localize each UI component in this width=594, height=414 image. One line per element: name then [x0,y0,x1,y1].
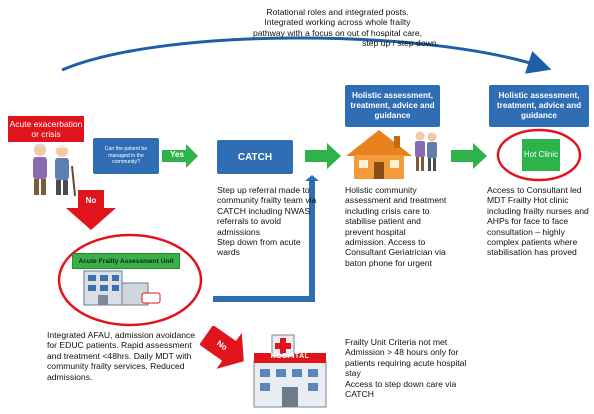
community-description-line: assessment and treatment [345,195,447,206]
catch-description: Step up referral made to community frail… [217,185,347,258]
hot-clinic-description-line: complex patients where [487,237,578,248]
step-up-down-arc [61,36,552,74]
green-arrow-2 [305,143,341,169]
community-description-line: stabilise patient and [345,216,421,227]
afau-description: Integrated AFAU, admission avoidance for… [47,330,212,382]
catch-description-line: Step down from acute [217,237,301,248]
hospital-description-line: stay [345,368,361,379]
hospital-description-line: patients requiring acute hospital [345,357,467,368]
afau-description-line: admissions. [47,371,93,382]
hot-clinic-description-line: MDT Frailty Hot clinic [487,195,569,206]
hot-clinic-description-line: Access to Consultant led [487,185,582,195]
catch-description-line: admissions [217,226,260,237]
top-note-line: Integrated working across whole frailty [264,17,411,28]
hot-clinic-ring [496,128,582,182]
top-note-line: step up / step down. [362,38,439,49]
yes-label: Yes [170,150,184,159]
elderly-couple-icon [33,143,76,197]
afau-description-line: Integrated AFAU, admission avoidance [47,330,196,340]
hospital-description-line: CATCH [345,389,374,400]
community-description-line: baton phone for urgent [345,257,432,268]
catch-description-line: CATCH including NWAS [217,205,311,216]
question-label: Can the patient be managed in the commun… [104,146,148,166]
acute-exacerbation-label: Acute exacerbation or crisis [9,119,83,139]
community-description-line: including crisis care to [345,205,430,216]
top-note-line: Rotational roles and integrated posts. [266,7,409,17]
holistic-header-1-label: Holistic assessment, treatment, advice a… [350,91,435,120]
hot-clinic-description-line: AHPs for face to face [487,216,569,227]
hot-clinic-box: Hot Clinic [522,139,560,171]
hospital-sign: HOSPITAL [270,353,310,360]
holistic-header-2-label: Holistic assessment, treatment, advice a… [496,91,582,120]
catch-description-line: Step up referral made to [217,185,310,195]
catch-description-line: wards [217,247,240,258]
catch-label: CATCH [237,151,273,163]
community-description-line: prevent hospital [345,226,406,237]
no-label-down: No [85,196,97,205]
community-description-line: Holistic community [345,185,417,195]
top-note: Rotational roles and integrated posts. I… [230,7,445,49]
hot-clinic-description-line: including frailty nurses and [487,205,589,216]
top-note-line: pathway with a focus on out of hospital … [252,27,423,38]
community-description-line: Consultant Geriatrician via [345,247,446,258]
hospital-description-line: Access to step down care via [345,378,457,389]
house-icon [346,130,412,179]
no-arrow-down [66,190,116,230]
afau-description-line: and treatment <48hrs. Daily MDT with [47,350,192,361]
catch-description-line: community frailty team via [217,195,317,206]
hot-clinic-description-line: consultation – highly [487,226,565,237]
afau-ring [57,233,203,327]
afau-description-line: for EDUC patients. Rapid assessment [47,340,192,351]
green-arrow-3 [451,143,487,169]
hot-clinic-description-line: stabilisation has proved [487,247,577,258]
elderly-couple-icon-2 [415,131,437,171]
holistic-header-2: Holistic assessment, treatment, advice a… [489,85,589,127]
afau-sign: Acute Frailty Assessment Unit [72,253,180,269]
acute-exacerbation-box: Acute exacerbation or crisis [8,116,84,142]
question-box: Can the patient be managed in the commun… [93,138,159,174]
holistic-header-1: Holistic assessment, treatment, advice a… [345,85,440,127]
yes-arrow [162,144,198,168]
catch-box: CATCH [217,140,293,174]
community-description-line: admission. Access to [345,237,426,248]
hot-clinic-label: Hot Clinic [523,150,559,159]
hospital-description-line: Frailty Unit Criteria not met [345,337,448,347]
hospital-description-line: Admission > 48 hours only for [345,347,459,358]
step-down-connector [213,175,319,302]
afau-description-line: community frailty services. Reduced [47,361,185,372]
afau-sign-label: Acute Frailty Assessment Unit [78,257,174,265]
community-description: Holistic community assessment and treatm… [345,185,457,281]
hospital-description: Frailty Unit Criteria not met Admission … [345,337,495,399]
afau-building-icon [83,270,161,306]
hot-clinic-description: Access to Consultant led MDT Frailty Hot… [487,185,593,273]
hospital-icon [253,334,327,408]
catch-description-line: referrals to avoid [217,216,282,227]
no-arrow-diagonal [200,326,244,369]
